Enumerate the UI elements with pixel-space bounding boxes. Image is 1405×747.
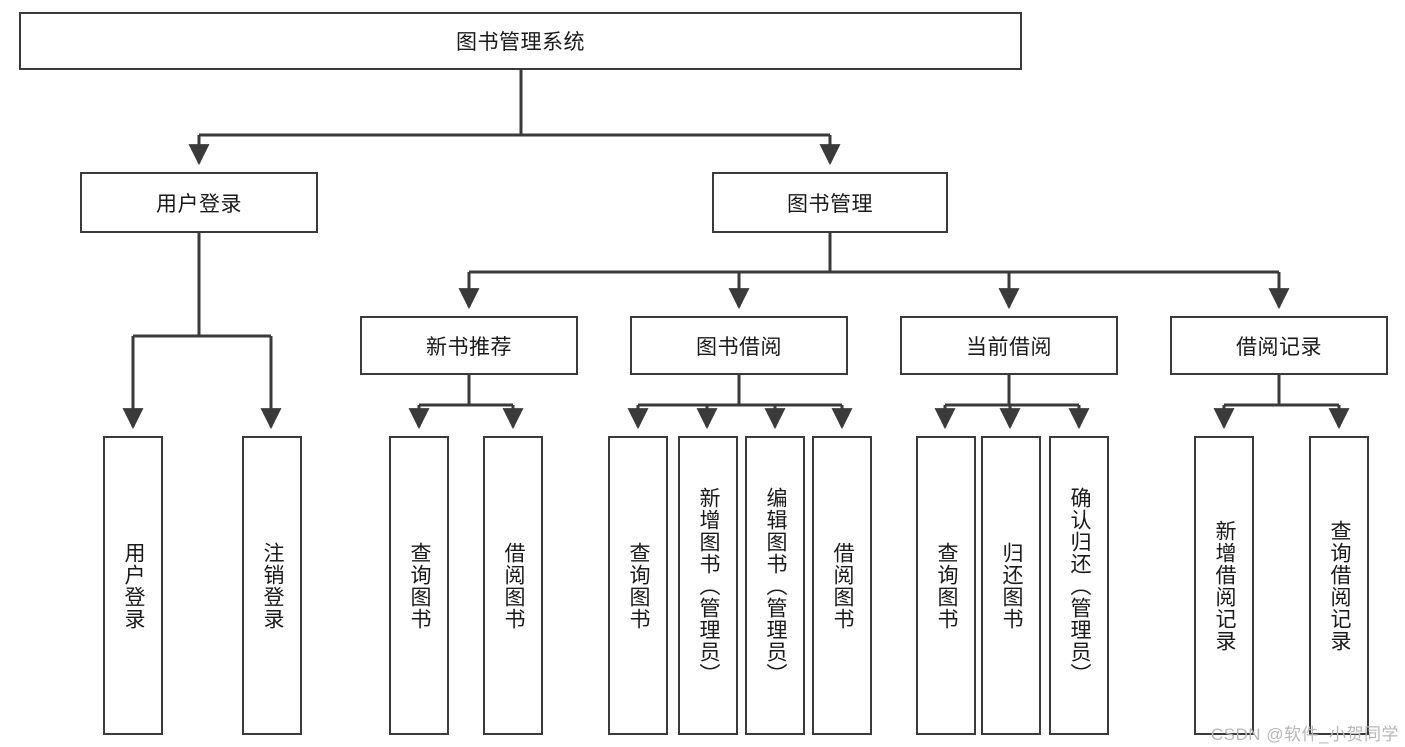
node-user-login-label: 用户登录 [156, 192, 242, 216]
leaf-new-book-borrow[interactable]: 借阅图书 [483, 436, 543, 735]
leaf-label: 归还图书 [1000, 541, 1024, 630]
leaf-label: 查询图书 [408, 541, 432, 630]
leaf-book-borrow-edit[interactable]: 编辑图书（管理员） [745, 436, 805, 735]
node-book-management[interactable]: 图书管理 [712, 172, 948, 233]
node-current-borrow-label: 当前借阅 [966, 335, 1052, 359]
node-borrow-record-label: 借阅记录 [1236, 335, 1322, 359]
leaf-user-login-logout[interactable]: 注销登录 [242, 436, 302, 735]
node-new-book-recommend-label: 新书推荐 [426, 335, 512, 359]
node-root-label: 图书管理系统 [456, 31, 585, 54]
leaf-user-login-login[interactable]: 用户登录 [103, 436, 163, 735]
leaf-label: 查询图书 [935, 541, 959, 630]
node-new-book-recommend[interactable]: 新书推荐 [360, 316, 578, 375]
leaf-label: 借阅图书 [831, 541, 855, 630]
leaf-book-borrow-query[interactable]: 查询图书 [608, 436, 668, 735]
leaf-current-borrow-query[interactable]: 查询图书 [916, 436, 976, 735]
leaf-label: 新增图书（管理员） [697, 486, 721, 685]
leaf-label: 借阅图书 [502, 541, 526, 630]
leaf-book-borrow-borrow[interactable]: 借阅图书 [812, 436, 872, 735]
leaf-borrow-record-query[interactable]: 查询借阅记录 [1309, 436, 1369, 735]
node-current-borrow[interactable]: 当前借阅 [900, 316, 1118, 375]
node-book-borrow-label: 图书借阅 [696, 335, 782, 359]
leaf-label: 用户登录 [122, 541, 146, 630]
leaf-book-borrow-add[interactable]: 新增图书（管理员） [678, 436, 738, 735]
leaf-label: 新增借阅记录 [1213, 519, 1237, 652]
leaf-current-borrow-return[interactable]: 归还图书 [981, 436, 1041, 735]
leaf-label: 确认归还（管理员） [1068, 486, 1092, 685]
leaf-label: 查询借阅记录 [1328, 519, 1352, 652]
leaf-current-borrow-confirm[interactable]: 确认归还（管理员） [1049, 436, 1109, 735]
leaf-label: 注销登录 [261, 541, 285, 630]
node-root[interactable]: 图书管理系统 [19, 12, 1022, 70]
leaf-borrow-record-add[interactable]: 新增借阅记录 [1194, 436, 1254, 735]
node-book-management-label: 图书管理 [787, 192, 873, 216]
node-user-login[interactable]: 用户登录 [80, 172, 318, 233]
leaf-label: 编辑图书（管理员） [764, 486, 788, 685]
leaf-label: 查询图书 [627, 541, 651, 630]
node-book-borrow[interactable]: 图书借阅 [630, 316, 848, 375]
leaf-new-book-query[interactable]: 查询图书 [389, 436, 449, 735]
node-borrow-record[interactable]: 借阅记录 [1170, 316, 1388, 375]
